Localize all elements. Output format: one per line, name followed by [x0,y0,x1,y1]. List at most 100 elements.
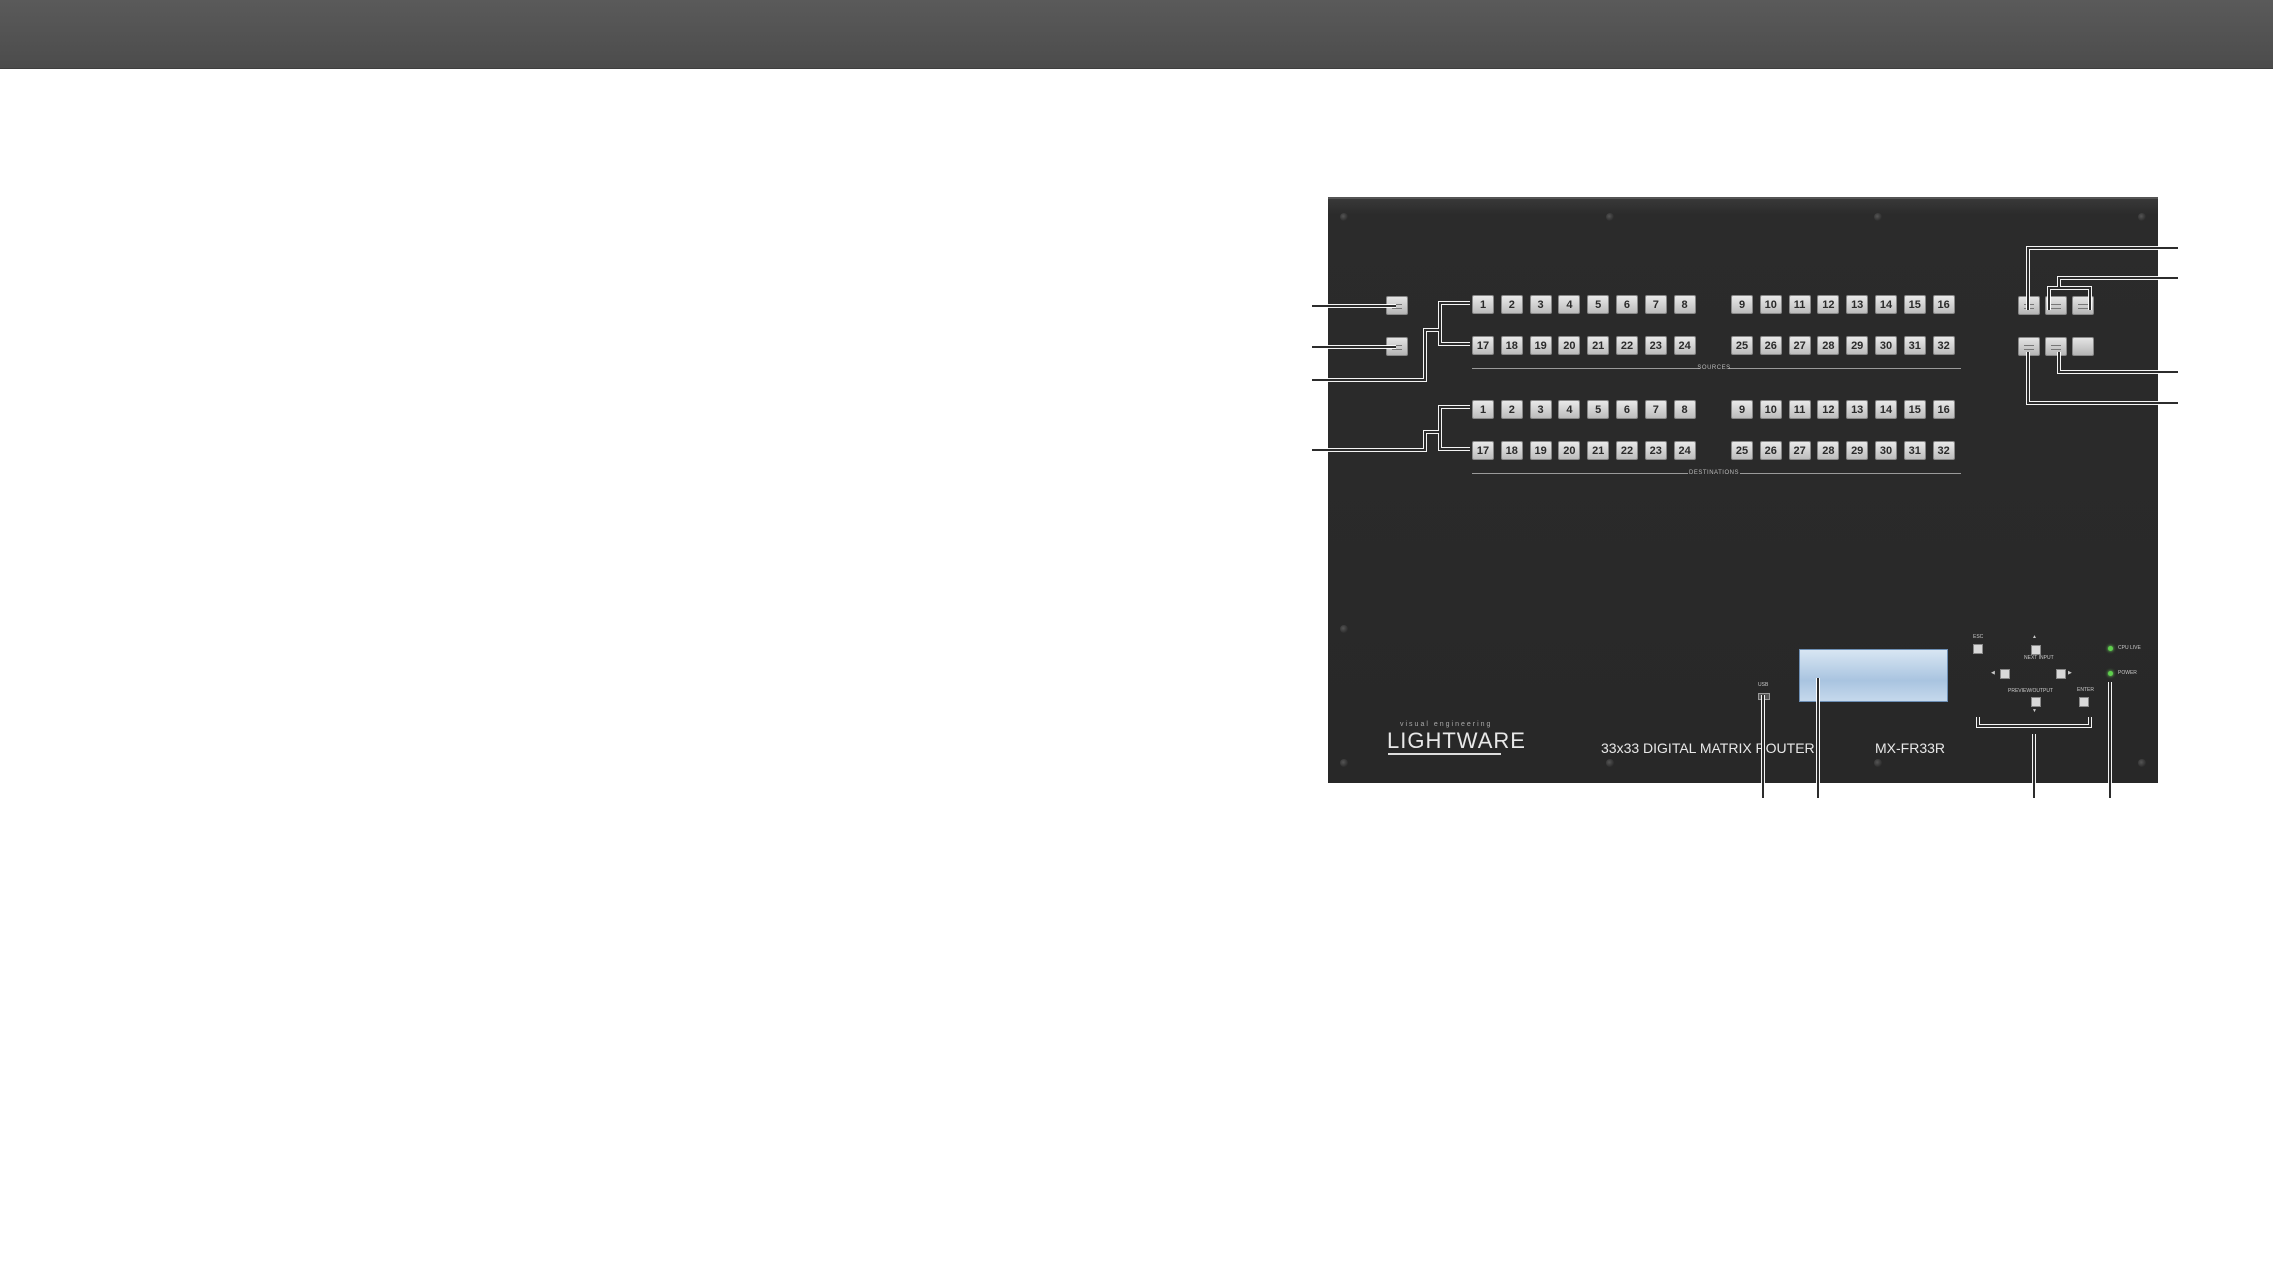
source-button-8[interactable]: 8 [1673,295,1696,314]
control-button-6[interactable] [2072,337,2094,356]
source-button-15[interactable]: 15 [1903,295,1926,314]
destination-button-13[interactable]: 13 [1846,400,1869,419]
destination-button-30[interactable]: 30 [1874,441,1897,460]
source-button-20[interactable]: 20 [1558,336,1581,355]
source-button-1[interactable]: 1 [1472,295,1494,314]
control-button-2[interactable] [2045,296,2067,315]
source-button-25[interactable]: 25 [1731,336,1753,355]
down-button[interactable] [2031,697,2041,707]
source-button-16[interactable]: 16 [1932,295,1955,314]
sources-caption: SOURCES [1697,365,1731,371]
source-button-5[interactable]: 5 [1587,295,1610,314]
destination-button-26[interactable]: 26 [1759,441,1782,460]
destinations-divider-right [1740,473,1961,474]
destination-button-27[interactable]: 27 [1788,441,1811,460]
source-button-24[interactable]: 24 [1673,336,1696,355]
preview-output-label: PREVIEW/OUTPUT [2008,688,2054,694]
destination-button-4[interactable]: 4 [1558,400,1581,419]
source-button-label: 22 [1620,339,1634,352]
source-button-11[interactable]: 11 [1788,295,1811,314]
source-button-10[interactable]: 10 [1759,295,1782,314]
source-button-21[interactable]: 21 [1587,336,1610,355]
destination-button-24[interactable]: 24 [1673,441,1696,460]
source-button-30[interactable]: 30 [1874,336,1897,355]
source-button-29[interactable]: 29 [1846,336,1869,355]
destination-button-6[interactable]: 6 [1615,400,1638,419]
up-button[interactable] [2031,645,2041,655]
destination-button-label: 3 [1537,403,1544,416]
down-arrow-icon: ▼ [2032,708,2037,714]
destination-button-23[interactable]: 23 [1644,441,1667,460]
source-button-32[interactable]: 32 [1932,336,1955,355]
destination-button-11[interactable]: 11 [1788,400,1811,419]
destination-button-19[interactable]: 19 [1529,441,1552,460]
source-button-6[interactable]: 6 [1615,295,1638,314]
destination-button-label: 11 [1793,403,1806,416]
destination-button-9[interactable]: 9 [1731,400,1753,419]
destination-button-12[interactable]: 12 [1817,400,1840,419]
source-button-28[interactable]: 28 [1817,336,1840,355]
destination-button-16[interactable]: 16 [1932,400,1955,419]
destination-button-32[interactable]: 32 [1932,441,1955,460]
left-button[interactable] [2000,669,2010,679]
source-button-18[interactable]: 18 [1500,336,1523,355]
source-button-23[interactable]: 23 [1644,336,1667,355]
destination-button-label: 7 [1652,403,1659,416]
destination-button-label: 1 [1479,403,1487,416]
destination-button-label: 2 [1508,403,1515,416]
destination-button-10[interactable]: 10 [1759,400,1782,419]
source-row-button-lower[interactable] [1386,337,1408,356]
usb-label: USB [1758,682,1769,688]
next-input-label: NEXT INPUT [2024,655,2054,661]
destination-button-20[interactable]: 20 [1558,441,1581,460]
enter-button[interactable] [2079,697,2089,707]
source-button-label: 19 [1534,339,1547,352]
source-button-7[interactable]: 7 [1644,295,1667,314]
destination-button-29[interactable]: 29 [1846,441,1869,460]
destination-button-18[interactable]: 18 [1500,441,1523,460]
destination-button-3[interactable]: 3 [1529,400,1552,419]
destination-button-25[interactable]: 25 [1731,441,1753,460]
destination-button-1[interactable]: 1 [1472,400,1494,419]
source-button-31[interactable]: 31 [1903,336,1926,355]
destination-button-label: 31 [1908,444,1921,457]
destination-button-label: 26 [1764,444,1777,457]
destination-button-7[interactable]: 7 [1644,400,1667,419]
destination-button-2[interactable]: 2 [1500,400,1523,419]
control-button-1[interactable] [2018,296,2040,315]
control-button-5[interactable] [2045,337,2067,356]
source-button-26[interactable]: 26 [1759,336,1782,355]
source-button-14[interactable]: 14 [1874,295,1897,314]
esc-button[interactable] [1973,644,1983,654]
source-button-22[interactable]: 22 [1615,336,1638,355]
control-button-4[interactable] [2018,337,2040,356]
source-button-12[interactable]: 12 [1817,295,1840,314]
destination-button-14[interactable]: 14 [1874,400,1897,419]
destination-button-28[interactable]: 28 [1817,441,1840,460]
source-button-19[interactable]: 19 [1529,336,1552,355]
sources-keys-9-16: 9 10 11 12 13 14 15 16 [1731,295,1955,314]
source-button-2[interactable]: 2 [1500,295,1523,314]
brand-tagline: visual engineering [1400,721,1493,728]
source-button-27[interactable]: 27 [1788,336,1811,355]
usb-port[interactable] [1758,693,1770,700]
source-row-button-upper[interactable] [1386,296,1408,315]
source-button-label: 3 [1537,298,1544,311]
source-button-4[interactable]: 4 [1558,295,1581,314]
source-button-3[interactable]: 3 [1529,295,1552,314]
source-button-13[interactable]: 13 [1846,295,1869,314]
source-button-label: 10 [1764,298,1777,311]
destination-button-5[interactable]: 5 [1587,400,1610,419]
destination-button-31[interactable]: 31 [1903,441,1926,460]
destination-button-17[interactable]: 17 [1472,441,1494,460]
destination-button-8[interactable]: 8 [1673,400,1696,419]
source-button-9[interactable]: 9 [1731,295,1753,314]
control-button-3[interactable] [2072,296,2094,315]
left-arrow-icon: ◀ [1991,670,1995,676]
destination-button-21[interactable]: 21 [1587,441,1610,460]
destination-button-15[interactable]: 15 [1903,400,1926,419]
source-button-label: 15 [1908,298,1921,311]
right-button[interactable] [2056,669,2066,679]
destination-button-22[interactable]: 22 [1615,441,1638,460]
source-button-17[interactable]: 17 [1472,336,1494,355]
